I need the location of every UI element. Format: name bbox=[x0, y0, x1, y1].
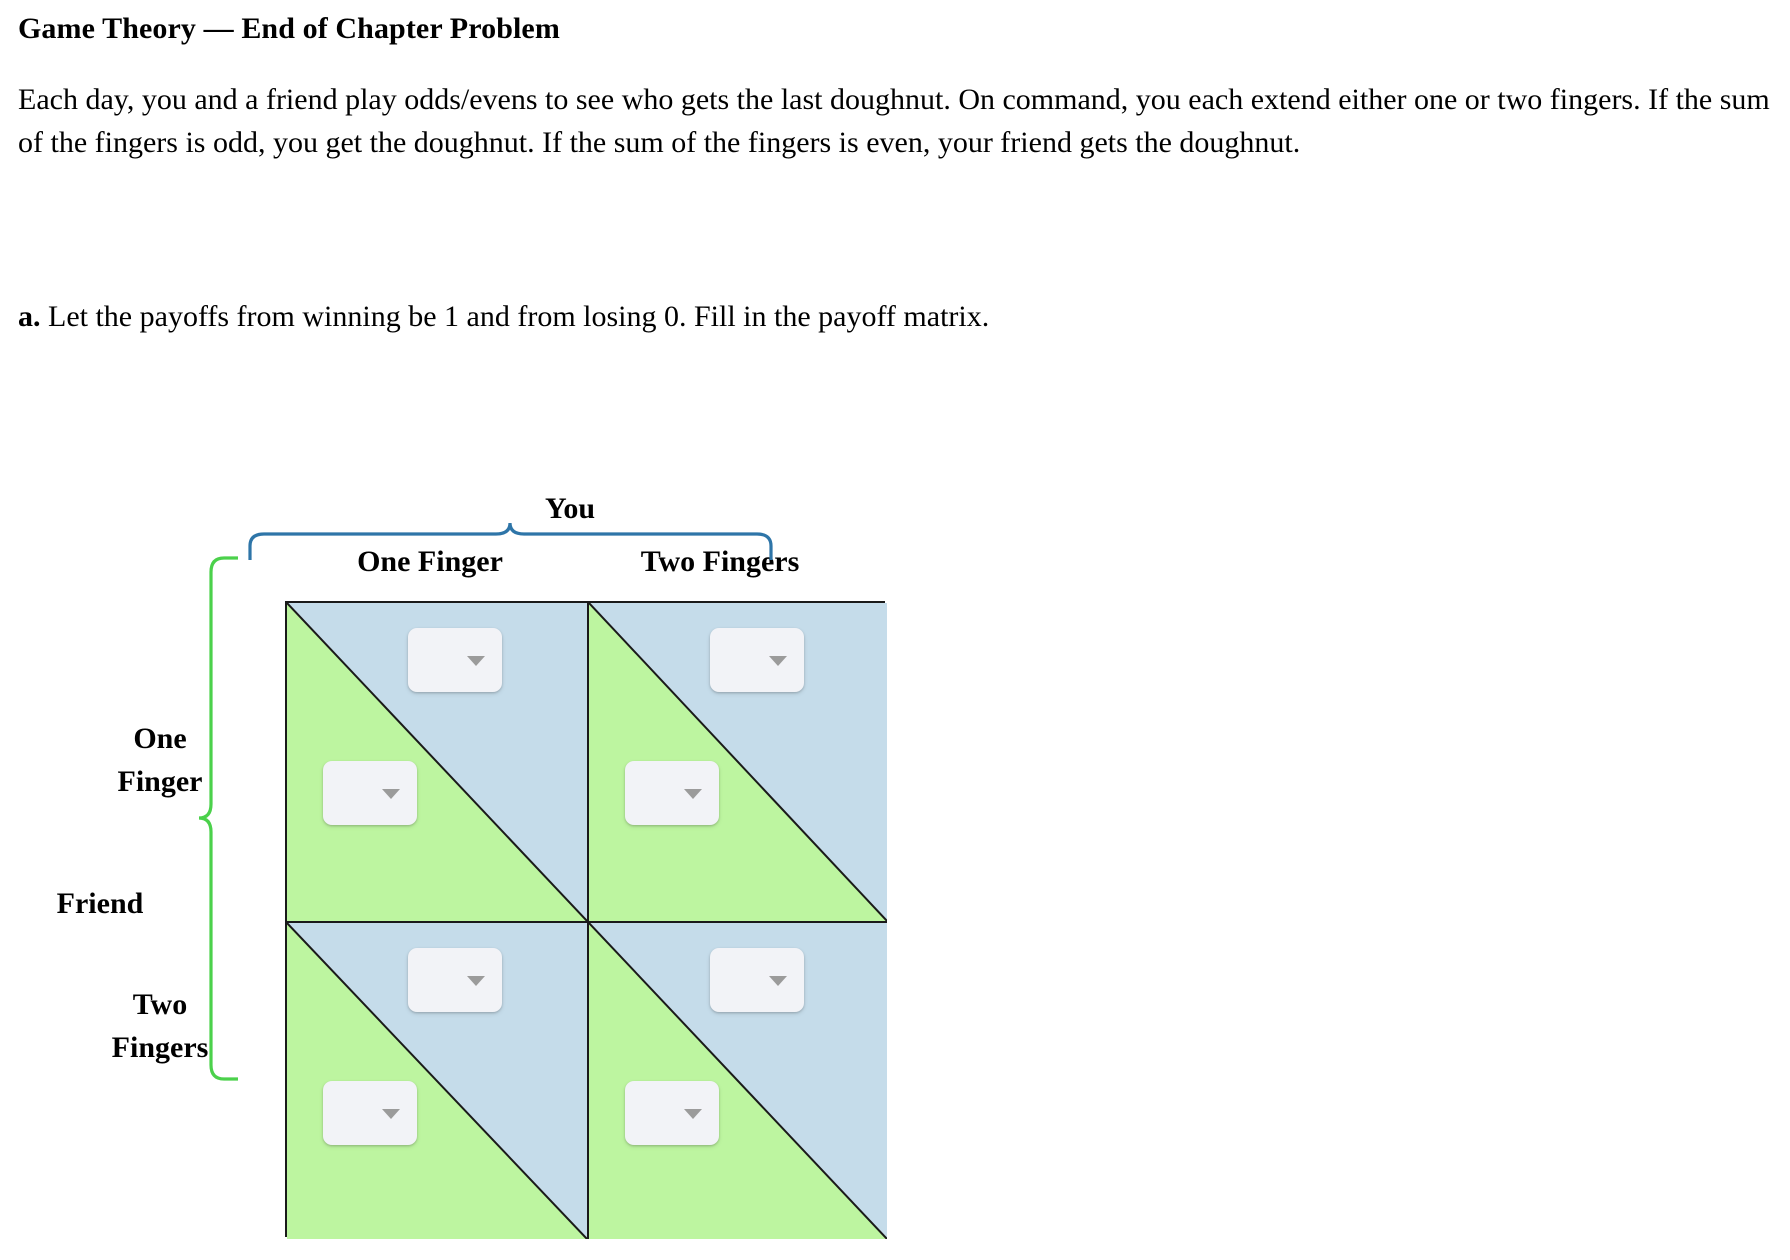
row-header-one-finger-line1: One bbox=[133, 722, 187, 755]
row-header-one-finger-line2: Finger bbox=[117, 765, 203, 798]
chevron-down-icon bbox=[382, 789, 400, 799]
matrix-cell-one-one bbox=[287, 603, 587, 921]
part-a-prompt: a. Let the payoffs from winning be 1 and… bbox=[18, 295, 989, 338]
matrix-cell-one-two bbox=[587, 603, 887, 921]
matrix-cell-two-one bbox=[287, 921, 587, 1239]
row-player-label: Friend bbox=[56, 887, 144, 920]
payoff-dropdown-you-one-two[interactable] bbox=[710, 628, 804, 692]
chevron-down-icon bbox=[769, 656, 787, 666]
problem-statement: Each day, you and a friend play odds/eve… bbox=[18, 83, 1770, 159]
column-brace bbox=[248, 522, 773, 560]
payoff-dropdown-you-one-one[interactable] bbox=[408, 628, 502, 692]
chevron-down-icon bbox=[467, 656, 485, 666]
payoff-dropdown-friend-two-two[interactable] bbox=[625, 1081, 719, 1145]
payoff-dropdown-friend-one-two[interactable] bbox=[625, 761, 719, 825]
payoff-matrix bbox=[285, 601, 887, 1239]
payoff-dropdown-friend-one-one[interactable] bbox=[323, 761, 417, 825]
chevron-down-icon bbox=[684, 1109, 702, 1119]
column-player-label: You bbox=[544, 492, 596, 525]
payoff-dropdown-friend-two-one[interactable] bbox=[323, 1081, 417, 1145]
chevron-down-icon bbox=[467, 976, 485, 986]
row-header-one-finger: One Finger bbox=[60, 717, 260, 803]
part-a-label: a. bbox=[18, 300, 41, 333]
row-header-two-fingers: Two Fingers bbox=[60, 983, 260, 1069]
chevron-down-icon bbox=[769, 976, 787, 986]
row-header-two-fingers-line2: Fingers bbox=[111, 1031, 209, 1064]
column-header-two-fingers: Two Fingers bbox=[640, 545, 800, 578]
row-header-two-fingers-line1: Two bbox=[132, 988, 188, 1021]
chevron-down-icon bbox=[684, 789, 702, 799]
matrix-cell-two-two bbox=[587, 921, 887, 1239]
page-title: Game Theory — End of Chapter Problem bbox=[18, 12, 560, 45]
part-a-text: Let the payoffs from winning be 1 and fr… bbox=[40, 300, 990, 333]
row-brace bbox=[198, 556, 238, 1081]
chevron-down-icon bbox=[382, 1109, 400, 1119]
payoff-dropdown-you-two-two[interactable] bbox=[710, 948, 804, 1012]
payoff-dropdown-you-two-one[interactable] bbox=[408, 948, 502, 1012]
column-header-one-finger: One Finger bbox=[357, 545, 503, 578]
